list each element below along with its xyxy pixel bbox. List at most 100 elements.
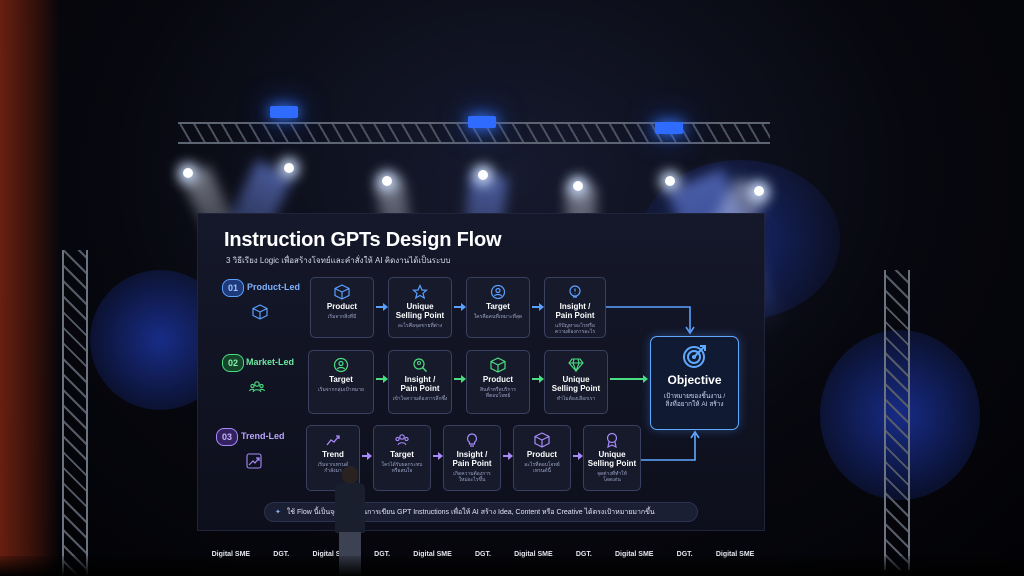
row-label: Market-Led [246,357,295,367]
flow-card: Target เริ่มจากกลุ่มเป้าหมาย [308,350,374,414]
connector-to-objective [641,430,700,461]
lightbulb-alert-icon [569,285,581,298]
flow-card: Product เริ่มจากสิ่งที่มี [310,277,374,338]
user-target-icon [333,357,349,373]
cube-icon [534,432,550,448]
card-title: Trend [322,450,344,459]
flow-arrow [433,452,443,460]
card-subtitle: ทำไมต้องเลือกเรา [556,396,596,402]
flow-arrow [454,303,466,311]
cube-icon [334,284,350,300]
card-title: Product [326,302,358,311]
flow-card: Insight /Pain Point แก้ปัญหาอะไรหรือความ… [544,277,606,338]
spotlight [478,170,488,180]
sponsor-logo: DGT. [676,550,693,558]
users-icon [249,381,265,393]
flow-arrow [376,303,388,311]
sparkle-icon: ✦ [275,509,281,516]
flow-arrow [503,452,513,460]
card-title: Target [329,375,353,384]
lightbulb-icon [466,433,478,447]
sponsor-logo: DGT. [374,550,391,558]
stage-lamp [270,106,298,118]
spotlight [284,163,294,173]
award-icon [606,432,618,448]
connector-to-objective [606,306,695,335]
star-icon [412,284,428,300]
left-truss-tower [62,250,88,576]
slide-subtitle: 3 วิธีเรียง Logic เพื่อสร้างโจทย์และคำสั… [226,256,451,265]
card-title: Insight /Pain Point [400,375,440,393]
card-subtitle: อะไรที่ตอบโจทย์เทรนด์นี้ [524,462,560,474]
row-badge: 02 [222,354,244,372]
flow-arrow [376,375,388,383]
diamond-icon [568,358,584,373]
flow-arrow [454,375,466,383]
card-subtitle: ใครได้รับผลกระทบหรือสนใจ [381,462,423,474]
card-subtitle: เริ่มจากสิ่งที่มี [327,314,357,320]
card-title: Target [486,302,510,311]
card-title: Product [482,375,514,384]
row-label: Product-Led [247,282,300,292]
sponsor-logo: Digital SME [211,550,251,558]
card-subtitle: จุดต่างที่ทำให้โดดเด่น [597,471,627,483]
card-title: Product [526,450,558,459]
spotlight [665,176,675,186]
spotlight [573,181,583,191]
sponsor-logo: Digital SME [614,550,654,558]
flow-arrow [362,452,372,460]
row-badge: 03 [216,428,238,446]
card-subtitle: เกิดความต้องการใหม่อะไรขึ้น [453,471,491,483]
card-subtitle: สินค้าหรือบริการที่ตอบโจทย์ [480,387,516,399]
row-badge: 01 [222,279,244,297]
sponsor-logo: Digital SME [312,550,351,558]
target-icon [682,345,706,368]
card-title: Insight /Pain Point [452,450,492,468]
sponsor-logo: DGT. [575,550,592,558]
flow-arrow [532,303,544,311]
sponsor-logo: Digital SME [715,550,755,558]
card-title: Target [390,450,414,459]
card-subtitle: เริ่มจากเทรนด์กำลังมา [317,462,349,474]
flow-card: Insight /Pain Point เกิดความต้องการใหม่อ… [443,425,501,491]
row-label: Trend-Led [241,431,285,441]
left-wall-glow [0,0,60,576]
search-user-icon [413,358,427,372]
objective-title: Objective [667,373,722,387]
flow-card: Insight /Pain Point เข้าใจความต้องการลึก… [388,350,452,414]
speaker-torso [335,483,365,533]
card-subtitle: เริ่มจากกลุ่มเป้าหมาย [318,387,364,393]
objective-subtitle: เป้าหมายของชิ้นงาน /สิ่งที่อยากให้ AI สร… [663,393,726,408]
card-subtitle: เข้าใจความต้องการลึกซึ้ง [392,396,448,402]
flow-card: Target ใครได้รับผลกระทบหรือสนใจ [373,425,431,491]
sponsor-logo: Digital SME [514,550,553,558]
users-icon [395,434,409,446]
footer-text: ใช้ Flow นี้เป็นจุดเริ่มต้นในการเขียน GP… [286,508,655,516]
flow-card: Target ใครคือคนที่เหมาะที่สุด [466,277,530,338]
flow-arrow [573,452,583,460]
card-subtitle: ใครคือคนที่เหมาะที่สุด [473,314,523,320]
spotlight [754,186,764,196]
slide-title: Instruction GPTs Design Flow [224,229,502,251]
card-subtitle: อะไรคือจุดขายที่ต่าง [397,323,443,329]
objective-card: Objective เป้าหมายของชิ้นงาน /สิ่งที่อยา… [650,336,739,430]
right-truss-tower [884,270,910,570]
cube-icon [252,304,268,320]
spotlight [183,168,193,178]
sponsor-logo: DGT. [273,550,290,558]
flow-card: Product อะไรที่ตอบโจทย์เทรนด์นี้ [513,425,571,491]
audience-silhouette [0,556,1024,576]
cube-icon [490,357,506,373]
sponsor-logo: DGT. [474,550,491,558]
spotlight [382,176,392,186]
sponsor-logo: Digital SME [413,550,452,558]
flow-arrow [610,375,648,383]
card-subtitle: แก้ปัญหาอะไรหรือความต้องการอะไร [554,323,596,335]
stage-lamp [655,122,683,134]
